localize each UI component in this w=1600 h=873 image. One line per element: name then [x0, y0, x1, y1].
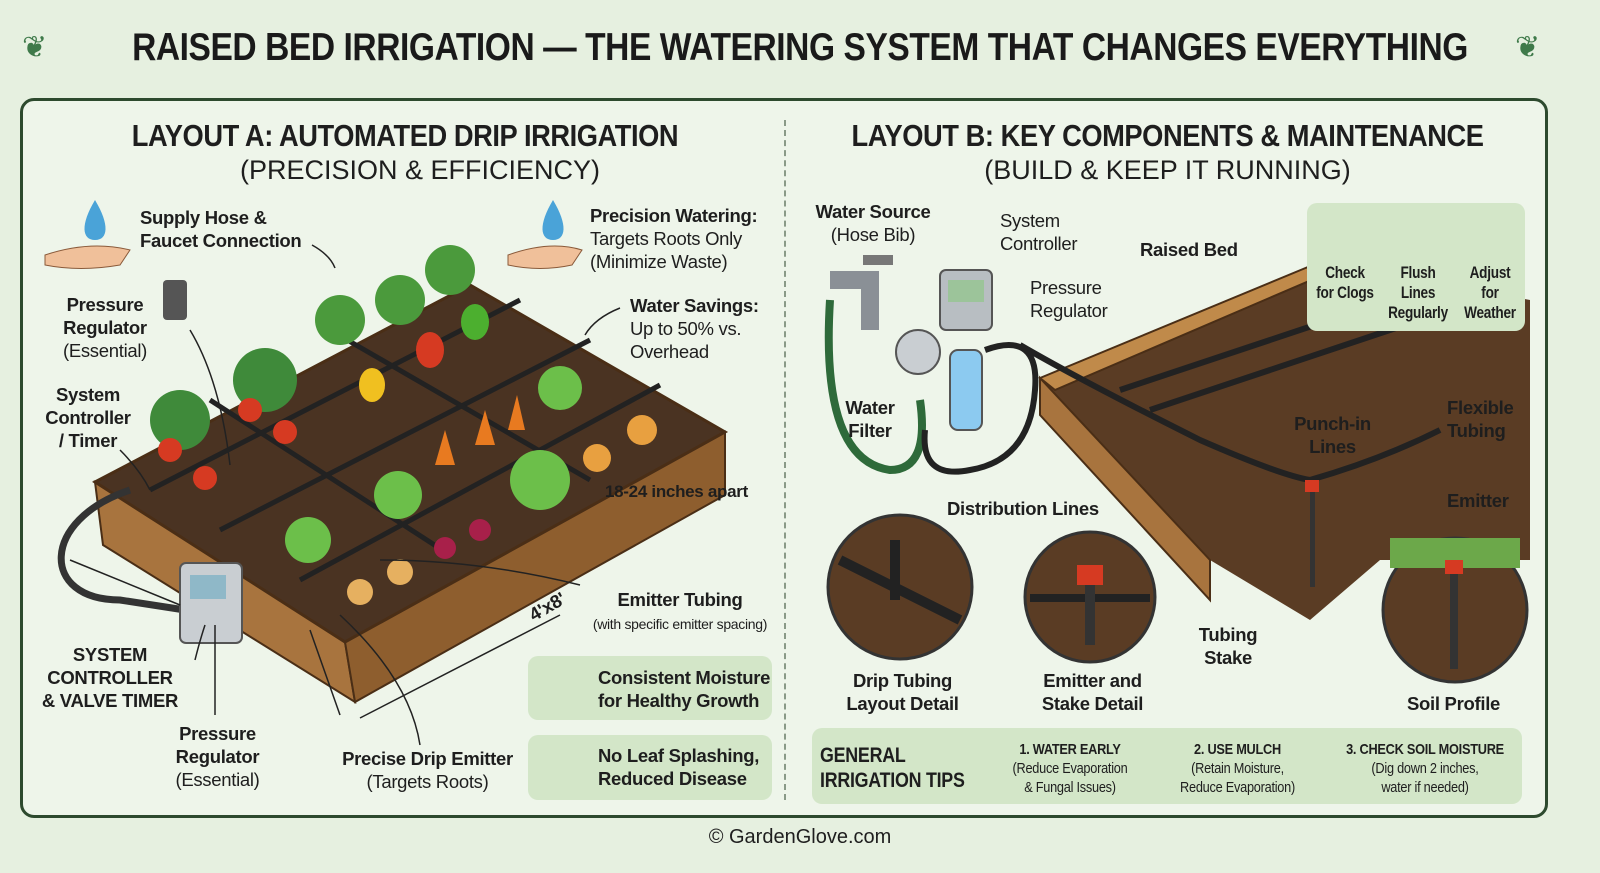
tip-1-title: 1. WATER EARLY: [1019, 741, 1121, 758]
leaf-decoration-icon: ❦: [22, 31, 48, 64]
tips-bar: [812, 728, 1522, 804]
tip-use-mulch: 2. USE MULCH (Retain Moisture, Reduce Eva…: [1172, 740, 1304, 797]
benefit-disease: No Leaf Splashing, Reduced Disease: [598, 745, 760, 789]
tip-water-early: 1. WATER EARLY (Reduce Evaporation & Fung…: [1011, 740, 1130, 797]
label-supply-hose: Supply Hose & Faucet Connection: [140, 207, 302, 251]
label-system-controller: System Controller: [1000, 210, 1078, 254]
cross-section-bed: [1018, 260, 1530, 620]
leaf-decoration-icon: ❦: [1515, 31, 1541, 64]
tip-2-text: (Retain Moisture, Reduce Evaporation): [1180, 760, 1295, 796]
label-controller-valve: SYSTEM CONTROLLER & VALVE TIMER: [41, 644, 179, 711]
label-emitter-detail: Emitter and Stake Detail: [1041, 670, 1144, 714]
label-drip-detail: Drip Tubing Layout Detail: [846, 670, 959, 714]
label-water-source: Water Source(Hose Bib): [808, 200, 938, 246]
precision-text: Targets Roots Only (Minimize Waste): [590, 228, 742, 272]
pressure-regulator-icon: [163, 280, 187, 320]
label-raised-bed: Raised Bed: [1140, 239, 1238, 260]
maintenance-box: [1307, 203, 1525, 331]
section-divider: [784, 120, 786, 800]
drip-emitter-title: Precise Drip Emitter: [342, 748, 513, 769]
tip-1-text: (Reduce Evaporation & Fungal Issues): [1012, 760, 1128, 796]
maintenance-adjust-weather: Adjust for Weather: [1464, 263, 1516, 322]
emitter-tubing-title: Emitter Tubing: [617, 589, 743, 610]
label-water-filter: Water Filter: [845, 397, 895, 441]
layout-b-subheading: (BUILD & KEEP IT RUNNING): [984, 155, 1351, 185]
label-pressure-regulator: Pressure Regulator: [1030, 277, 1108, 321]
layout-a-heading: LAYOUT A: AUTOMATED DRIP IRRIGATION: [131, 118, 679, 153]
maintenance-check-clogs: Check for Clogs: [1316, 263, 1374, 302]
layout-a-subheading: (PRECISION & EFFICIENCY): [239, 155, 601, 185]
precision-title: Precision Watering:: [590, 205, 758, 226]
label-soil-profile: Soil Profile: [1407, 693, 1501, 714]
pressure-bottom-title: Pressure Regulator: [175, 723, 260, 767]
label-punch-in-lines: Punch-in Lines: [1294, 413, 1371, 457]
label-precision-watering: Precision Watering:Targets Roots Only (M…: [590, 204, 758, 273]
tip-2-title: 2. USE MULCH: [1194, 741, 1281, 758]
water-source-assembly: [824, 255, 1039, 475]
label-spacing: 18-24 inches apart: [605, 480, 748, 503]
pressure-bottom-note: (Essential): [175, 769, 260, 790]
savings-title: Water Savings:: [630, 295, 759, 316]
water-source-note: (Hose Bib): [830, 224, 916, 245]
footer-credit: © GardenGlove.com: [708, 826, 892, 848]
label-pressure-regulator-top: Pressure Regulator(Essential): [50, 293, 160, 362]
drip-emitter-note: (Targets Roots): [366, 771, 489, 792]
water-source-title: Water Source: [815, 201, 931, 222]
savings-text: Up to 50% vs. Overhead: [630, 318, 742, 362]
maintenance-flush-lines: Flush Lines Regularly: [1388, 263, 1448, 322]
leader-lines: [69, 244, 621, 746]
tip-check-moisture: 3. CHECK SOIL MOISTURE (Dig down 2 inches…: [1344, 740, 1506, 797]
tip-3-text: (Dig down 2 inches, water if needed): [1371, 760, 1479, 796]
benefit-moisture: Consistent Moisture for Healthy Growth: [598, 667, 771, 711]
label-pressure-regulator-bottom: Pressure Regulator(Essential): [165, 722, 270, 791]
benefit-box-moisture: [528, 656, 772, 720]
label-distribution-lines: Distribution Lines: [947, 498, 1099, 519]
page-title: RAISED BED IRRIGATION — THE WATERING SYS…: [132, 26, 1468, 69]
pressure-top-title: Pressure Regulator: [63, 294, 147, 338]
emitter-tubing-note: (with specific emitter spacing): [592, 616, 768, 632]
plants: [150, 245, 657, 605]
label-emitter-tubing: Emitter Tubing (with specific emitter spa…: [580, 588, 780, 636]
tip-3-title: 3. CHECK SOIL MOISTURE: [1346, 741, 1504, 758]
label-tubing-stake: Tubing Stake: [1198, 624, 1258, 668]
benefit-box-disease: [528, 735, 772, 800]
label-flexible-tubing: Flexible Tubing: [1447, 397, 1514, 441]
label-controller-timer: System Controller / Timer: [45, 384, 131, 451]
tips-heading: GENERAL IRRIGATION TIPS: [820, 744, 965, 792]
label-emitter: Emitter: [1447, 490, 1509, 511]
pressure-top-note: (Essential): [62, 340, 148, 361]
label-drip-emitter: Precise Drip Emitter(Targets Roots): [330, 747, 525, 793]
spacing-text: 18-24 inches apart: [605, 482, 748, 501]
layout-b-heading: LAYOUT B: KEY COMPONENTS & MAINTENANCE: [851, 118, 1484, 153]
label-water-savings: Water Savings:Up to 50% vs. Overhead: [630, 294, 759, 363]
